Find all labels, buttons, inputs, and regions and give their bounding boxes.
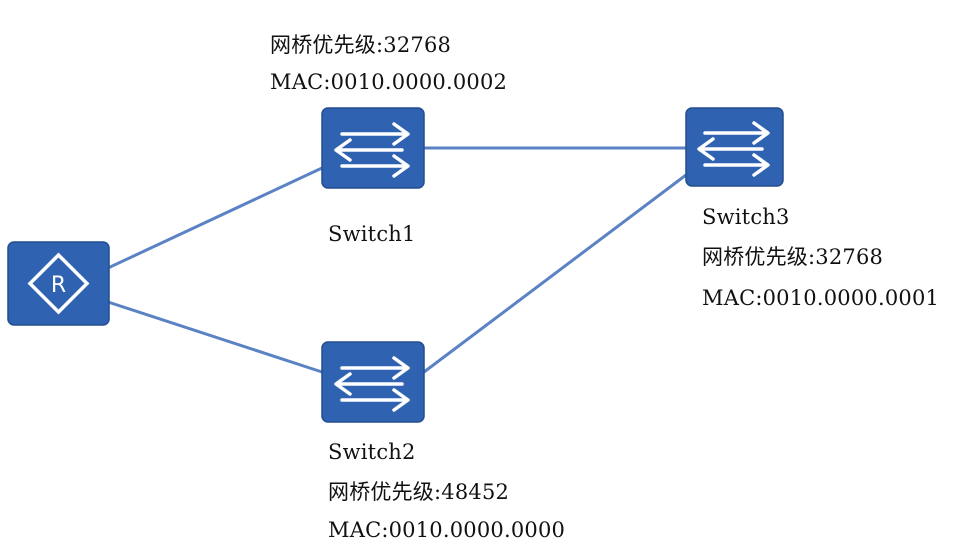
switch2-priority: 网桥优先级:48452 bbox=[328, 480, 510, 504]
switch3-icon[interactable] bbox=[685, 107, 784, 187]
link-router-switch1 bbox=[107, 166, 323, 270]
links bbox=[107, 146, 687, 374]
switch2-name: Switch2 bbox=[328, 440, 416, 464]
switch1-icon[interactable] bbox=[321, 107, 425, 189]
switch3-mac: MAC:0010.0000.0001 bbox=[702, 286, 940, 310]
switch1-name: Switch1 bbox=[328, 222, 416, 246]
router-icon[interactable]: R bbox=[7, 241, 110, 326]
switch1-mac: MAC:0010.0000.0002 bbox=[270, 70, 508, 94]
link-switch2-switch3 bbox=[423, 173, 687, 374]
svg-text:R: R bbox=[51, 273, 66, 298]
switch3-name: Switch3 bbox=[702, 205, 790, 229]
switch2-mac: MAC:0010.0000.0000 bbox=[328, 518, 566, 542]
switch2-icon[interactable] bbox=[321, 341, 425, 423]
switch3-priority: 网桥优先级:32768 bbox=[702, 245, 884, 269]
link-router-switch2 bbox=[107, 300, 323, 374]
switch1-priority: 网桥优先级:32768 bbox=[270, 33, 452, 57]
